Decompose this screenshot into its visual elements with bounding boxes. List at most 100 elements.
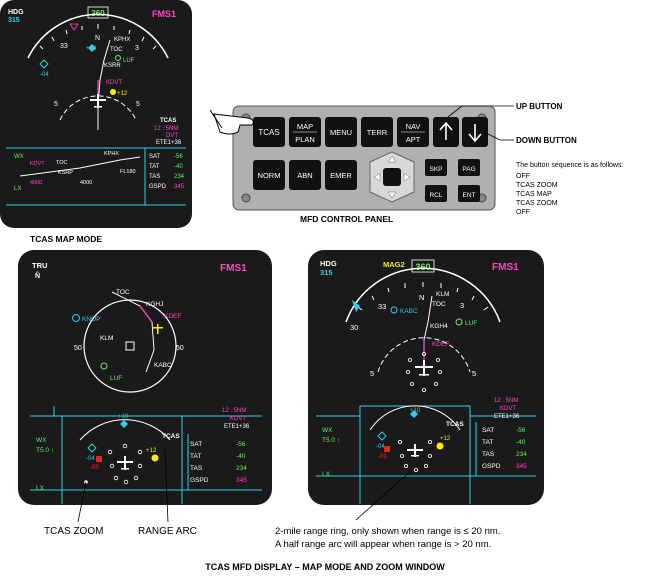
map-mode-caption: TCAS MAP MODE	[30, 234, 102, 244]
tru-label: TRU	[32, 261, 47, 270]
ent-button-label: ENT	[463, 192, 476, 199]
up-button[interactable]	[433, 117, 459, 147]
joystick-up-icon	[387, 155, 397, 163]
sequence-step-2: TCAS ZOOM	[516, 182, 558, 189]
apt-button-label: APT	[406, 135, 421, 144]
scale-33-3: 33	[378, 302, 386, 311]
heading-bug-3-icon	[352, 300, 360, 312]
profile-wp-kphx: KPHX	[104, 151, 119, 157]
lx-label: LX	[14, 186, 21, 192]
ownship-icon-3	[415, 360, 433, 376]
abn-button[interactable]: ABN	[289, 160, 321, 190]
emer-button-label: EMER	[330, 171, 352, 180]
tat-value-3: -40	[516, 439, 526, 446]
ring-note-line-2: A half range arc will appear when range …	[275, 539, 491, 550]
traffic-diamond-icon	[88, 44, 96, 52]
display-bezel-2	[18, 250, 272, 505]
nav-button-label: NAV	[406, 122, 421, 131]
range-arc-callout: RANGE ARC	[138, 526, 197, 537]
waypoint-kdvt: KDVT	[106, 80, 122, 86]
gspd-label: GSPD	[149, 184, 167, 190]
ent-button[interactable]: ENT	[458, 185, 480, 202]
traffic-open-2-icon	[87, 443, 97, 453]
display-bezel	[0, 0, 192, 228]
tas-value: 234	[174, 174, 185, 180]
ownship-icon	[90, 94, 106, 108]
scale-30-3: 30	[350, 323, 358, 332]
tat-label-3: TAT	[482, 439, 493, 446]
panel-screw-bl	[241, 193, 251, 203]
traffic-alt-2a: +10	[118, 414, 129, 420]
cursor-joystick[interactable]	[369, 151, 415, 203]
traffic-alt-2d: -03	[90, 465, 99, 471]
wp-kdef-3: KDEF	[432, 341, 449, 348]
tcas-zoom-leader	[77, 481, 87, 523]
dest-2: KDVT	[230, 416, 246, 422]
arrow-down-icon	[468, 124, 482, 143]
range-left-2: 50	[74, 345, 82, 352]
two-mile-ring-zoom-3	[397, 439, 432, 472]
wp-kabc-3: KABC	[400, 308, 418, 315]
traffic-circle-icon	[110, 89, 116, 95]
tat-value: -40	[174, 164, 183, 170]
pointing-hand-icon	[209, 109, 254, 135]
plan-button-label: PLAN	[295, 135, 315, 144]
luf-vor-icon-3	[455, 318, 463, 326]
tat-value-2: -40	[236, 453, 246, 460]
profile-alt-2: 4000	[80, 180, 92, 186]
traffic-alt-3a: +10	[410, 408, 421, 414]
emer-button[interactable]: EMER	[325, 160, 357, 190]
traffic-circle-3-icon	[436, 442, 444, 450]
zoom-window-frame-3	[359, 405, 471, 504]
mag-label: MAG2	[383, 260, 405, 269]
ownship-plan-icon	[152, 324, 163, 334]
wp-klm: KLM	[100, 335, 113, 342]
vertical-profile-line	[19, 156, 141, 177]
norm-button[interactable]: NORM	[253, 160, 285, 190]
tcas-button[interactable]: TCAS	[253, 117, 285, 147]
scale-3-3: 3	[460, 301, 464, 310]
two-mile-ring	[107, 443, 143, 485]
range-nm-2: 12 . 5NM	[222, 408, 246, 414]
traffic-alt-2b: -04	[86, 456, 95, 462]
hdg-value-3: 315	[320, 268, 333, 277]
skp-button-label: SKP	[429, 166, 442, 173]
hdg-label-3: HDG	[320, 259, 337, 268]
sat-value-2: -56	[236, 441, 246, 448]
down-button[interactable]	[462, 117, 488, 147]
wp-klm-3: KLM	[436, 291, 449, 298]
nav-apt-button[interactable]: NAV APT	[397, 117, 429, 147]
range-nm: 12 . 5NM	[154, 126, 178, 132]
traffic-diamond-2-icon	[120, 420, 128, 428]
wx-label-2: WX	[36, 437, 47, 444]
menu-button[interactable]: MENU	[325, 117, 357, 147]
traffic-red-3-icon	[384, 446, 390, 452]
heading-box-value-3: 360	[415, 262, 430, 272]
tas-label: TAS	[149, 174, 160, 180]
ete-2: ETE1+36	[224, 424, 250, 430]
skp-button[interactable]: SKP	[425, 159, 447, 176]
sequence-step-1: OFF	[516, 173, 530, 180]
terr-button[interactable]: TERR	[361, 117, 393, 147]
up-button-callout: UP BUTTON	[516, 102, 563, 111]
gspd-value: 345	[174, 184, 185, 190]
heading-bug	[69, 23, 79, 31]
pag-button[interactable]: PAG	[458, 159, 480, 176]
tcas-map-mode-display: HDG 315 360 FMS1 33 N 3 KPHX TOC KSRR KD…	[0, 0, 192, 228]
rcl-button[interactable]: RCL	[425, 185, 447, 202]
ownship-zoom-icon-3	[407, 444, 423, 457]
dest-3: KDVT	[500, 406, 516, 412]
map-plan-button[interactable]: MAP PLAN	[289, 117, 321, 147]
ring-note-line-1: 2-mile range ring, only shown when range…	[275, 526, 500, 537]
map-button-label: MAP	[297, 122, 313, 131]
wp-kgh4-3: KGH4	[430, 323, 448, 330]
hdg-value: 315	[8, 17, 20, 24]
scale-mark-n: N	[95, 35, 100, 42]
range-mark-left: 5	[54, 101, 58, 108]
traffic-alt-3c: +12	[440, 436, 451, 442]
dest: DVT	[166, 133, 178, 139]
abn-button-label: ABN	[297, 171, 312, 180]
tas-value-2: 234	[236, 465, 247, 472]
ete: ETE1+36	[156, 140, 182, 146]
